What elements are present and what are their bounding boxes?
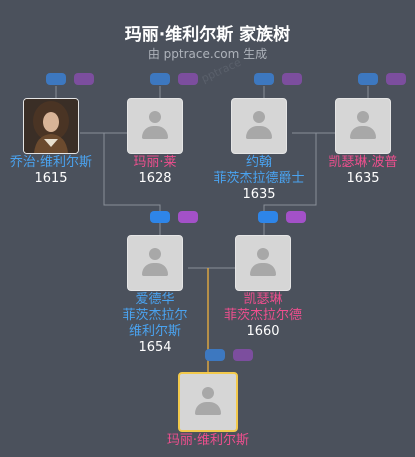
person-year: 1635: [346, 171, 380, 186]
add-father-button[interactable]: [205, 349, 225, 361]
avatar-placeholder: [127, 98, 183, 154]
person-card-edward[interactable]: 爱德华 菲茨杰拉尔 维利尔斯 1654: [100, 235, 210, 356]
add-mother-button[interactable]: [386, 73, 406, 85]
person-name: 约翰 菲茨杰拉德爵士: [213, 155, 305, 186]
person-name: 乔治·维利尔斯: [9, 155, 93, 170]
avatar-icon: [357, 111, 369, 123]
parent-buttons[interactable]: [150, 73, 198, 87]
portrait-icon: [24, 99, 78, 153]
person-year: 1660: [246, 324, 280, 339]
parent-buttons[interactable]: [150, 211, 198, 225]
person-year: 1628: [138, 171, 172, 186]
person-name: 凯瑟琳·波普: [328, 155, 398, 170]
person-name: 玛丽·莱: [133, 155, 177, 170]
person-card-john[interactable]: 约翰 菲茨杰拉德爵士 1635: [204, 98, 314, 203]
avatar-icon: [149, 248, 161, 260]
avatar-placeholder: [127, 235, 183, 291]
person-card-katherine-power[interactable]: 凯瑟琳·波普 1635: [308, 98, 415, 187]
avatar-icon: [257, 248, 269, 260]
add-mother-button[interactable]: [178, 73, 198, 85]
portrait-photo: [23, 98, 79, 154]
avatar-icon: [253, 111, 265, 123]
parent-buttons[interactable]: [258, 211, 306, 225]
avatar-placeholder: [335, 98, 391, 154]
avatar-icon: [202, 387, 214, 399]
add-father-button[interactable]: [150, 211, 170, 223]
page-title: 玛丽·维利尔斯 家族树: [124, 25, 291, 45]
person-card-mary-rich[interactable]: 玛丽·莱 1628: [100, 98, 210, 187]
avatar-icon: [149, 111, 161, 123]
parent-buttons[interactable]: [205, 349, 253, 363]
parent-buttons[interactable]: [358, 73, 406, 87]
avatar-placeholder: [231, 98, 287, 154]
add-mother-button[interactable]: [178, 211, 198, 223]
person-year: 1635: [242, 187, 276, 202]
page-subtitle: 由 pptrace.com 生成: [147, 47, 268, 61]
add-father-button[interactable]: [258, 211, 278, 223]
avatar-placeholder: [235, 235, 291, 291]
avatar-placeholder-selected: [178, 372, 238, 432]
person-name: 玛丽·维利尔斯: [166, 433, 250, 448]
add-father-button[interactable]: [358, 73, 378, 85]
add-mother-button[interactable]: [233, 349, 253, 361]
add-father-button[interactable]: [46, 73, 66, 85]
person-year: 1654: [138, 340, 172, 355]
parent-buttons[interactable]: [46, 73, 94, 87]
add-mother-button[interactable]: [286, 211, 306, 223]
person-name: 凯瑟琳 菲茨杰拉尔德: [223, 292, 302, 323]
add-mother-button[interactable]: [74, 73, 94, 85]
person-name: 爱德华 菲茨杰拉尔 维利尔斯: [122, 292, 188, 339]
person-card-mary-villiers[interactable]: 玛丽·维利尔斯: [153, 372, 263, 449]
person-card-george[interactable]: 乔治·维利尔斯 1615: [0, 98, 106, 187]
person-card-katherine-fitzgerald[interactable]: 凯瑟琳 菲茨杰拉尔德 1660: [208, 235, 318, 340]
add-mother-button[interactable]: [282, 73, 302, 85]
add-father-button[interactable]: [254, 73, 274, 85]
add-father-button[interactable]: [150, 73, 170, 85]
parent-buttons[interactable]: [254, 73, 302, 87]
person-year: 1615: [34, 171, 68, 186]
